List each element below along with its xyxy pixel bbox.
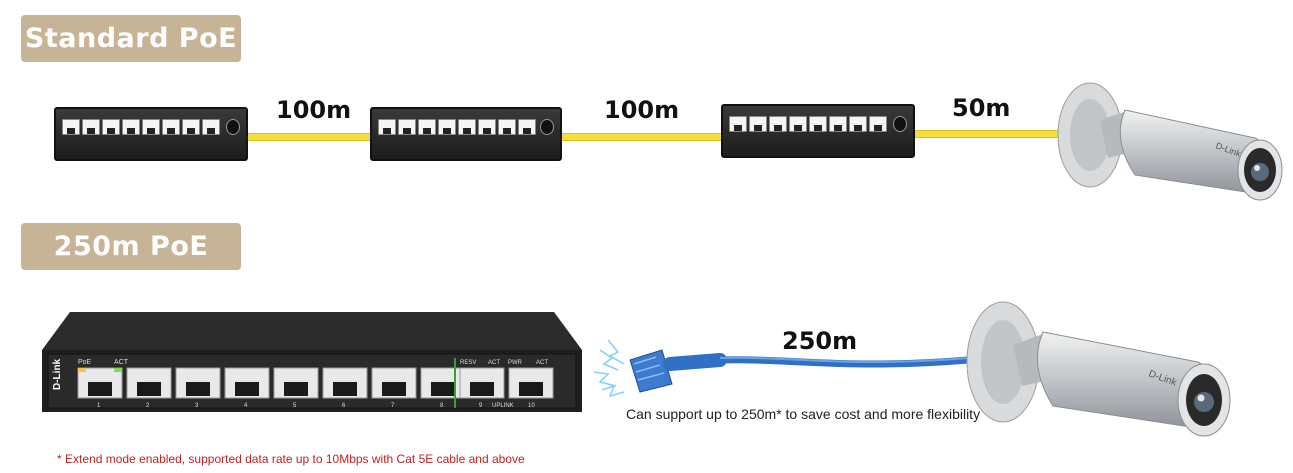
distance-label-3: 50m: [952, 94, 1011, 122]
standard-poe-label: Standard PoE: [21, 15, 241, 62]
blue-cable-graphic: [593, 339, 969, 398]
switch-port-row: [378, 119, 536, 135]
extended-poe-label-text: 250m PoE: [53, 231, 209, 262]
port-icon: [162, 119, 180, 135]
port-number-9: 9: [479, 403, 483, 409]
port-number-3: 3: [195, 403, 199, 409]
port-icon: [62, 119, 80, 135]
port-icon: [182, 119, 200, 135]
port-icon: [398, 119, 416, 135]
electric-spark-icon: [593, 339, 625, 398]
port-number-10: 10: [528, 403, 535, 409]
port-icon: [478, 119, 496, 135]
port-number-6: 6: [342, 403, 346, 409]
yellow-cable-1: [246, 133, 372, 141]
uplink-led-act-1: ACT: [488, 360, 500, 366]
port-icon: [458, 119, 476, 135]
port-icon: [82, 119, 100, 135]
port-icon: [418, 119, 436, 135]
port-icon: [809, 116, 827, 132]
poe-switch-2: [370, 107, 562, 161]
extended-poe-label: 250m PoE: [21, 223, 241, 270]
port-number-1: 1: [97, 403, 101, 409]
port-icon: [829, 116, 847, 132]
uplink-port-group: [459, 367, 554, 399]
footnote: * Extend mode enabled, supported data ra…: [57, 452, 525, 466]
bullet-camera-icon-2: D-Link: [966, 301, 1231, 437]
port-icon: [378, 119, 396, 135]
dc-power-jack: [226, 119, 240, 135]
port-icon: [202, 119, 220, 135]
yellow-cable-3: [912, 130, 1062, 138]
switch-port-row: [729, 116, 887, 132]
range-caption: Can support up to 250m* to save cost and…: [626, 406, 981, 422]
port-icon: [498, 119, 516, 135]
port-icon: [729, 116, 747, 132]
port-number-8: 8: [440, 403, 444, 409]
port-number-4: 4: [244, 403, 248, 409]
dc-power-jack: [893, 116, 907, 132]
bullet-camera-icon: D-Link: [1057, 82, 1283, 201]
standard-poe-label-text: Standard PoE: [24, 23, 238, 54]
port-icon: [769, 116, 787, 132]
port-number-2: 2: [146, 403, 150, 409]
distance-label-250m: 250m: [782, 327, 858, 355]
port-number-7: 7: [391, 403, 395, 409]
port-icon: [102, 119, 120, 135]
port-icon: [142, 119, 160, 135]
uplink-led-pwr: PWR: [508, 360, 523, 366]
port-icon: [518, 119, 536, 135]
port-icon: [749, 116, 767, 132]
port-icon: [869, 116, 887, 132]
rj45-port-group: [77, 367, 466, 399]
distance-label-1: 100m: [276, 96, 352, 124]
uplink-text: UPLINK: [492, 403, 514, 409]
uplink-led-resv: RESV: [460, 360, 476, 366]
port-icon: [122, 119, 140, 135]
uplink-led-act-2: ACT: [536, 360, 548, 366]
led-label-poe: PoE: [78, 359, 92, 366]
port-icon: [789, 116, 807, 132]
distance-label-2: 100m: [604, 96, 680, 124]
port-icon: [849, 116, 867, 132]
port-number-5: 5: [293, 403, 297, 409]
port-icon: [438, 119, 456, 135]
switch-port-row: [62, 119, 220, 135]
switch-brand-text: D-Link: [52, 358, 63, 390]
dc-power-jack: [540, 119, 554, 135]
yellow-cable-2: [559, 133, 722, 141]
poe-switch-1: [54, 107, 248, 161]
poe-switch-3: [721, 104, 915, 158]
led-label-act: ACT: [114, 359, 129, 366]
poe-switch-large: D-Link PoE ACT RESV ACT PWR ACT UPLINK 1…: [42, 312, 582, 412]
